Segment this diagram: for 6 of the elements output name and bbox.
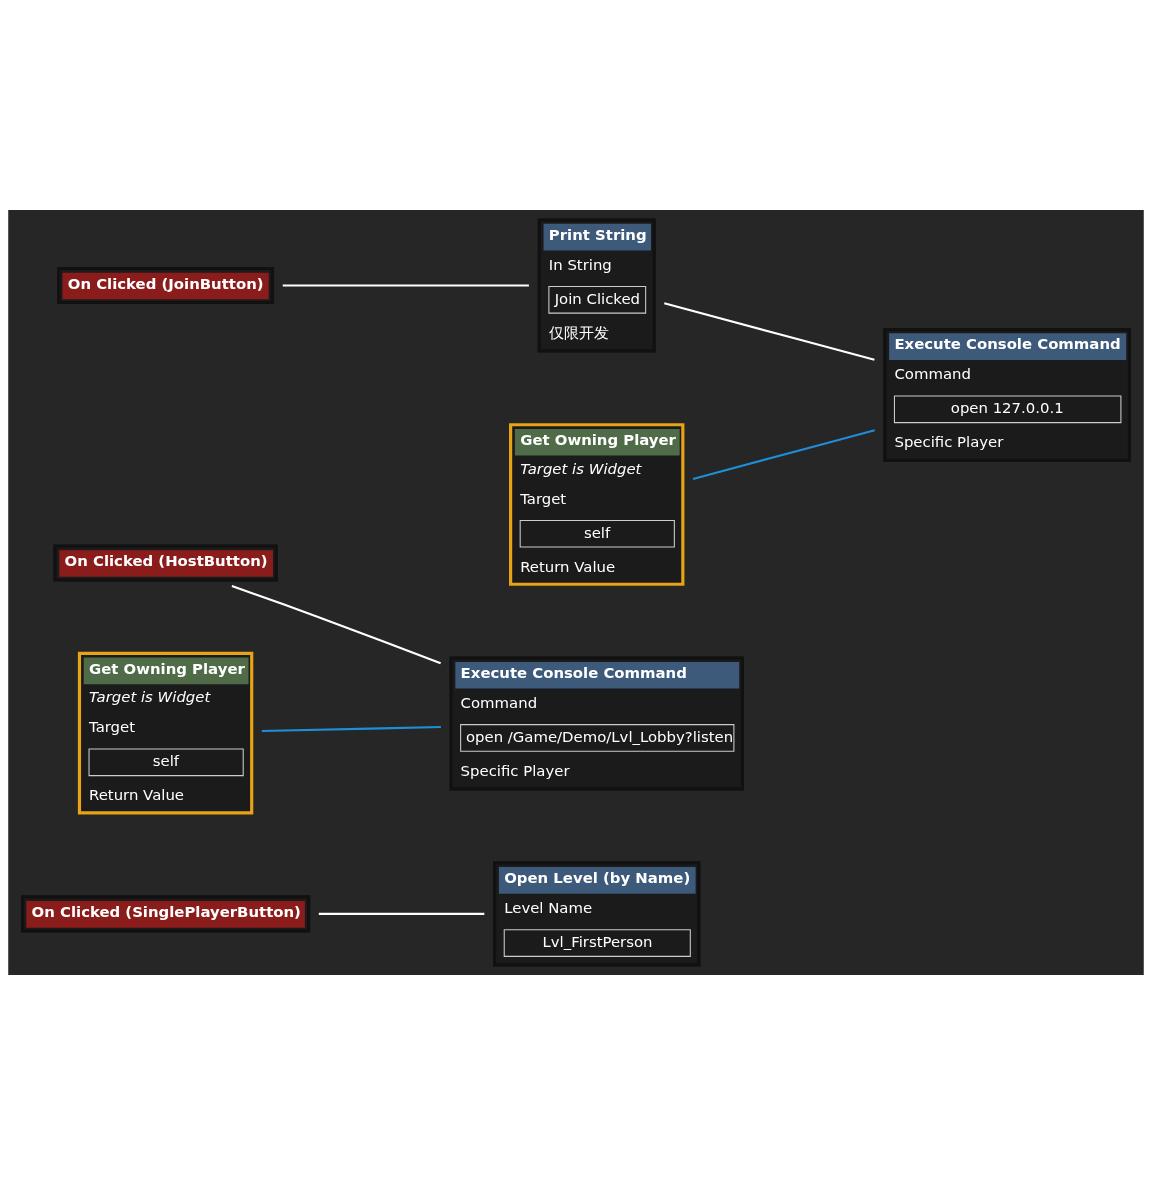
connector xyxy=(318,912,485,915)
connector xyxy=(664,302,875,361)
connector xyxy=(231,584,442,665)
connector xyxy=(261,725,441,733)
connector xyxy=(282,284,529,287)
connector xyxy=(692,429,875,480)
